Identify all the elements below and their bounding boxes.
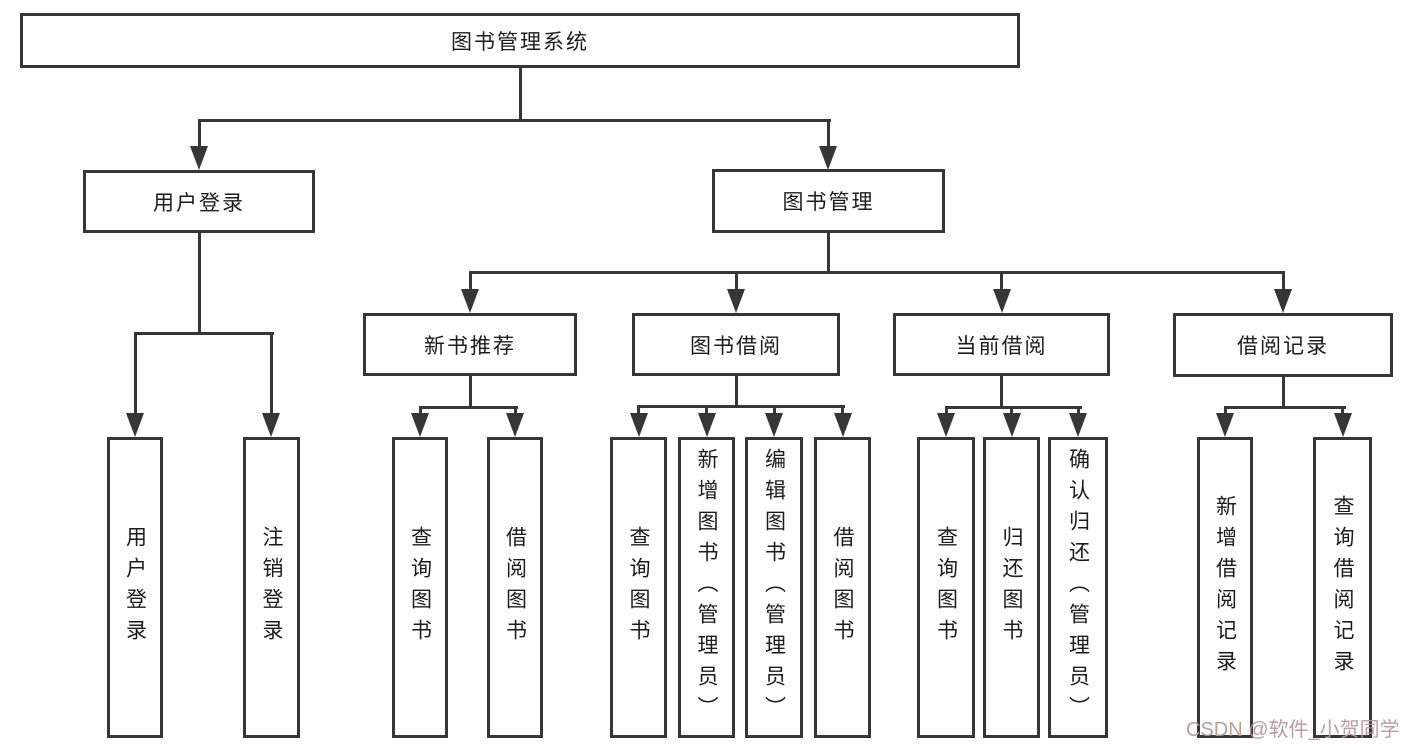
edge-arrowhead bbox=[727, 289, 745, 313]
edge-arrowhead bbox=[461, 289, 479, 313]
leaf-label: 编辑图书（管理员） bbox=[762, 448, 786, 727]
node-label: 借阅记录 bbox=[1237, 335, 1329, 358]
edge-line bbox=[418, 406, 518, 409]
node-library-management-system: 图书管理系统 bbox=[20, 13, 1020, 68]
node-label: 当前借阅 bbox=[955, 334, 1048, 358]
leaf-cb-return-books: 归还图书 bbox=[983, 437, 1040, 738]
leaf-bb-query-books: 查询图书 bbox=[610, 437, 667, 738]
edge-line bbox=[734, 274, 738, 292]
edge-arrowhead bbox=[1274, 289, 1292, 313]
edge-arrowhead bbox=[190, 146, 208, 170]
edge-arrowhead bbox=[1216, 413, 1234, 437]
leaf-label: 借阅图书 bbox=[503, 525, 527, 650]
edge-line bbox=[826, 122, 830, 150]
edge-line bbox=[705, 408, 708, 417]
edge-line bbox=[518, 68, 522, 122]
edge-line bbox=[197, 233, 201, 335]
edge-line bbox=[133, 335, 137, 417]
edge-arrowhead bbox=[411, 413, 429, 437]
leaf-user-login: 用户登录 bbox=[107, 437, 163, 738]
edge-line bbox=[826, 233, 830, 274]
edge-arrowhead bbox=[697, 413, 716, 437]
node-book-management-group: 图书管理 bbox=[712, 169, 945, 233]
edge-line bbox=[772, 408, 776, 417]
edge-line bbox=[133, 332, 274, 335]
leaf-logout: 注销登录 bbox=[243, 437, 300, 738]
edge-arrowhead bbox=[126, 413, 144, 437]
edge-line bbox=[734, 376, 738, 408]
leaf-label: 借阅图书 bbox=[831, 525, 854, 650]
edge-line bbox=[1223, 406, 1346, 409]
leaf-bb-edit-books-admin: 编辑图书（管理员） bbox=[745, 437, 803, 738]
leaf-label: 确认归还（管理员） bbox=[1066, 448, 1090, 727]
node-book-borrowing: 图书借阅 bbox=[632, 313, 840, 376]
leaf-label: 查询借阅记录 bbox=[1331, 494, 1354, 681]
edge-arrowhead bbox=[629, 413, 648, 437]
leaf-br-query-record: 查询借阅记录 bbox=[1313, 437, 1372, 738]
edge-arrowhead bbox=[1069, 413, 1087, 437]
leaf-label: 注销登录 bbox=[260, 525, 283, 650]
node-label: 图书管理 bbox=[782, 191, 875, 214]
node-user-login-group: 用户登录 bbox=[83, 170, 315, 233]
edge-arrowhead bbox=[506, 413, 524, 437]
edge-arrowhead bbox=[765, 413, 783, 437]
leaf-br-add-record: 新增借阅记录 bbox=[1197, 437, 1253, 738]
edge-line bbox=[269, 335, 273, 417]
edge-line bbox=[468, 376, 472, 409]
leaf-cb-query-books: 查询图书 bbox=[917, 437, 975, 738]
edge-line bbox=[197, 119, 831, 122]
edge-line bbox=[944, 406, 1082, 409]
leaf-nbr-borrow-books: 借阅图书 bbox=[487, 437, 543, 738]
leaf-label: 查询图书 bbox=[934, 525, 958, 650]
edge-arrowhead bbox=[819, 146, 837, 170]
node-current-borrowing: 当前借阅 bbox=[893, 313, 1110, 376]
edge-line bbox=[197, 122, 201, 150]
leaf-nbr-query-books: 查询图书 bbox=[392, 437, 448, 738]
node-label: 图书借阅 bbox=[690, 334, 782, 358]
leaf-label: 查询图书 bbox=[627, 525, 650, 650]
leaf-bb-borrow-books: 借阅图书 bbox=[814, 437, 871, 738]
edge-line bbox=[637, 408, 640, 417]
node-label: 用户登录 bbox=[153, 191, 245, 215]
leaf-label: 查询图书 bbox=[408, 525, 432, 650]
leaf-label: 归还图书 bbox=[1000, 525, 1023, 650]
edge-arrowhead bbox=[992, 289, 1011, 313]
leaf-cb-confirm-return-admin: 确认归还（管理员） bbox=[1048, 437, 1108, 738]
edge-line bbox=[1281, 274, 1285, 292]
edge-line bbox=[637, 405, 845, 408]
leaf-label: 新增借阅记录 bbox=[1213, 494, 1237, 681]
edge-arrowhead bbox=[1333, 413, 1352, 437]
node-label: 图书管理系统 bbox=[451, 30, 589, 54]
edge-line bbox=[841, 408, 844, 417]
node-new-book-recommendation: 新书推荐 bbox=[363, 313, 577, 376]
leaf-label: 用户登录 bbox=[123, 525, 147, 650]
edge-arrowhead bbox=[833, 413, 852, 437]
edge-line bbox=[1000, 274, 1003, 292]
edge-line bbox=[468, 274, 472, 292]
node-borrowing-records: 借阅记录 bbox=[1173, 313, 1393, 377]
edge-line bbox=[1281, 377, 1285, 409]
edge-line bbox=[468, 271, 1285, 274]
leaf-label: 新增图书（管理员） bbox=[695, 448, 718, 727]
edge-arrowhead bbox=[262, 413, 280, 437]
edge-arrowhead bbox=[937, 413, 955, 437]
csdn-watermark: CSDN @软件_小贺同学 bbox=[1186, 719, 1400, 741]
edge-line bbox=[1000, 376, 1003, 409]
node-label: 新书推荐 bbox=[424, 334, 516, 358]
edge-arrowhead bbox=[1002, 413, 1021, 437]
leaf-bb-add-books-admin: 新增图书（管理员） bbox=[678, 437, 735, 738]
